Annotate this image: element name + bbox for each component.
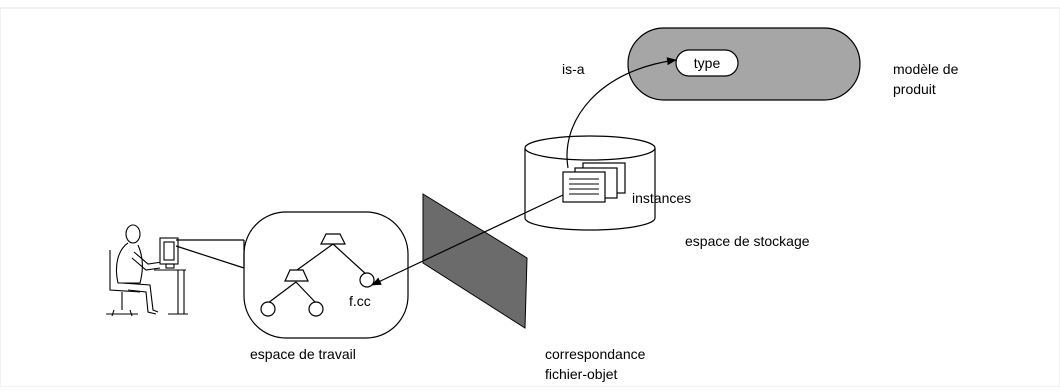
projection-lines: [175, 239, 245, 269]
type-label: type: [694, 55, 721, 71]
tree-leaf-node: [260, 301, 276, 317]
is-a-arrow: [566, 57, 677, 169]
workspace-box: [243, 211, 409, 339]
mapping-screen: [422, 193, 528, 329]
file-node: [359, 272, 375, 288]
product-model-capsule: [627, 27, 861, 101]
mapping-label-line1: correspondance: [545, 346, 646, 362]
file-label: f.cc: [349, 293, 371, 309]
user-at-computer-icon: [106, 224, 188, 317]
workspace-label: espace de travail: [250, 346, 356, 362]
tree-root-node: [320, 233, 346, 245]
tree-dir-node: [284, 269, 309, 282]
is-a-label: is-a: [562, 61, 585, 77]
product-model-label-line2: produit: [893, 81, 936, 97]
tree-leaf-node: [308, 301, 324, 317]
product-model-label-line1: modèle de: [893, 61, 959, 77]
mapping-label-line2: fichier-objet: [545, 366, 617, 382]
document-stack-icon: [562, 162, 626, 203]
storage-space-label: espace de stockage: [685, 233, 810, 249]
instances-label: instances: [632, 190, 691, 206]
file-tree: [260, 233, 375, 317]
mapping-arrow: [371, 194, 564, 286]
